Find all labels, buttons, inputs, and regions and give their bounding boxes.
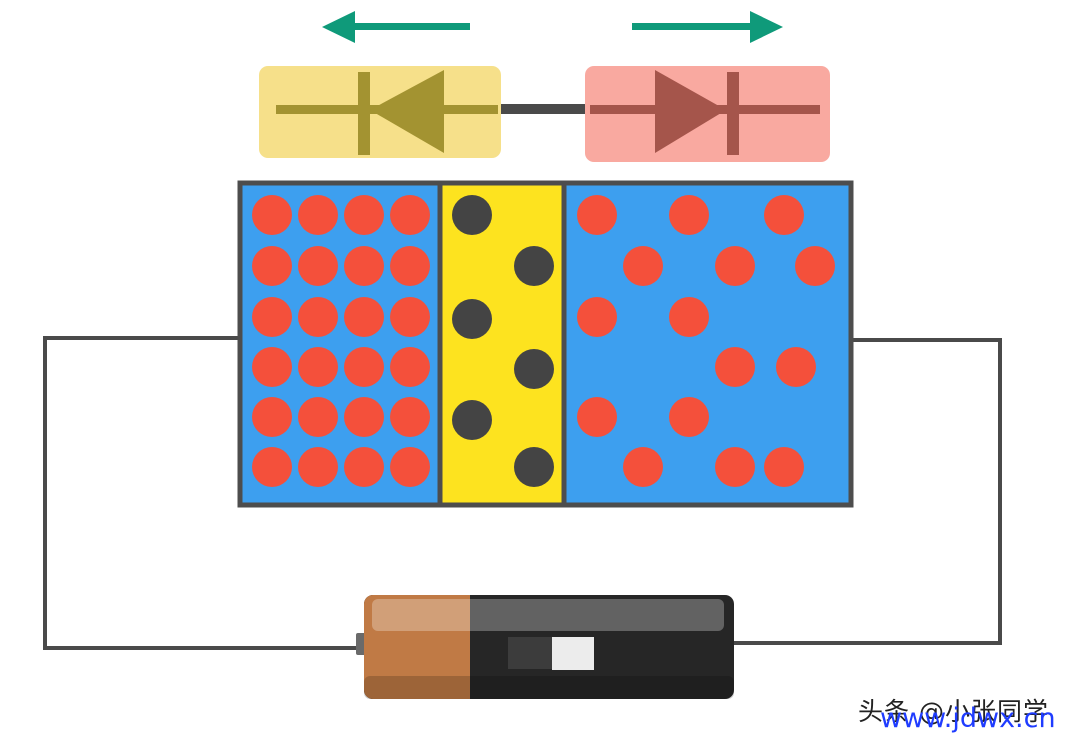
hole (252, 297, 292, 337)
hole (390, 347, 430, 387)
battery (356, 595, 734, 699)
hole (390, 297, 430, 337)
depletion-ions (452, 195, 554, 487)
battery-highlight (372, 599, 724, 631)
ion (514, 447, 554, 487)
ion (452, 400, 492, 440)
hole (344, 297, 384, 337)
hole (344, 397, 384, 437)
hole (623, 447, 663, 487)
diode-symbol-right (585, 66, 830, 162)
hole (344, 195, 384, 235)
hole (390, 246, 430, 286)
battery-label-light (552, 637, 594, 670)
hole (795, 246, 835, 286)
hole (715, 447, 755, 487)
hole (776, 347, 816, 387)
hole (298, 297, 338, 337)
holes (252, 195, 835, 487)
hole (577, 195, 617, 235)
wire-right (734, 338, 1002, 645)
ion (452, 195, 492, 235)
hole (298, 246, 338, 286)
block-frame (237, 180, 854, 508)
right-arrow (632, 11, 783, 43)
hole (390, 195, 430, 235)
hole (298, 195, 338, 235)
ion (452, 299, 492, 339)
hole (252, 195, 292, 235)
hole (252, 397, 292, 437)
hole (252, 246, 292, 286)
hole (669, 195, 709, 235)
hole (344, 447, 384, 487)
circuit-wires (43, 336, 1002, 650)
hole (252, 447, 292, 487)
hole (298, 447, 338, 487)
battery-shadow (364, 676, 734, 699)
hole (344, 246, 384, 286)
hole (390, 447, 430, 487)
wire-left (43, 336, 362, 650)
watermark-author: 头条 @小张同学 (858, 697, 1049, 726)
hole (669, 397, 709, 437)
n-region (564, 183, 851, 505)
battery-positive-end (364, 595, 470, 699)
hole (669, 297, 709, 337)
ion (514, 349, 554, 389)
battery-terminal (356, 633, 366, 655)
hole (298, 397, 338, 437)
ion (514, 246, 554, 286)
hole (715, 246, 755, 286)
diode-symbol-left (259, 66, 501, 158)
hole (344, 347, 384, 387)
hole (715, 347, 755, 387)
hole (252, 347, 292, 387)
battery-label-dark (508, 637, 553, 669)
hole (623, 246, 663, 286)
hole (298, 347, 338, 387)
hole (764, 195, 804, 235)
hole (764, 447, 804, 487)
watermark-site: www.jdwx.cn (880, 703, 1056, 734)
left-arrow (322, 11, 470, 43)
diode-connector (495, 104, 590, 114)
hole (577, 297, 617, 337)
hole (390, 397, 430, 437)
hole (577, 397, 617, 437)
